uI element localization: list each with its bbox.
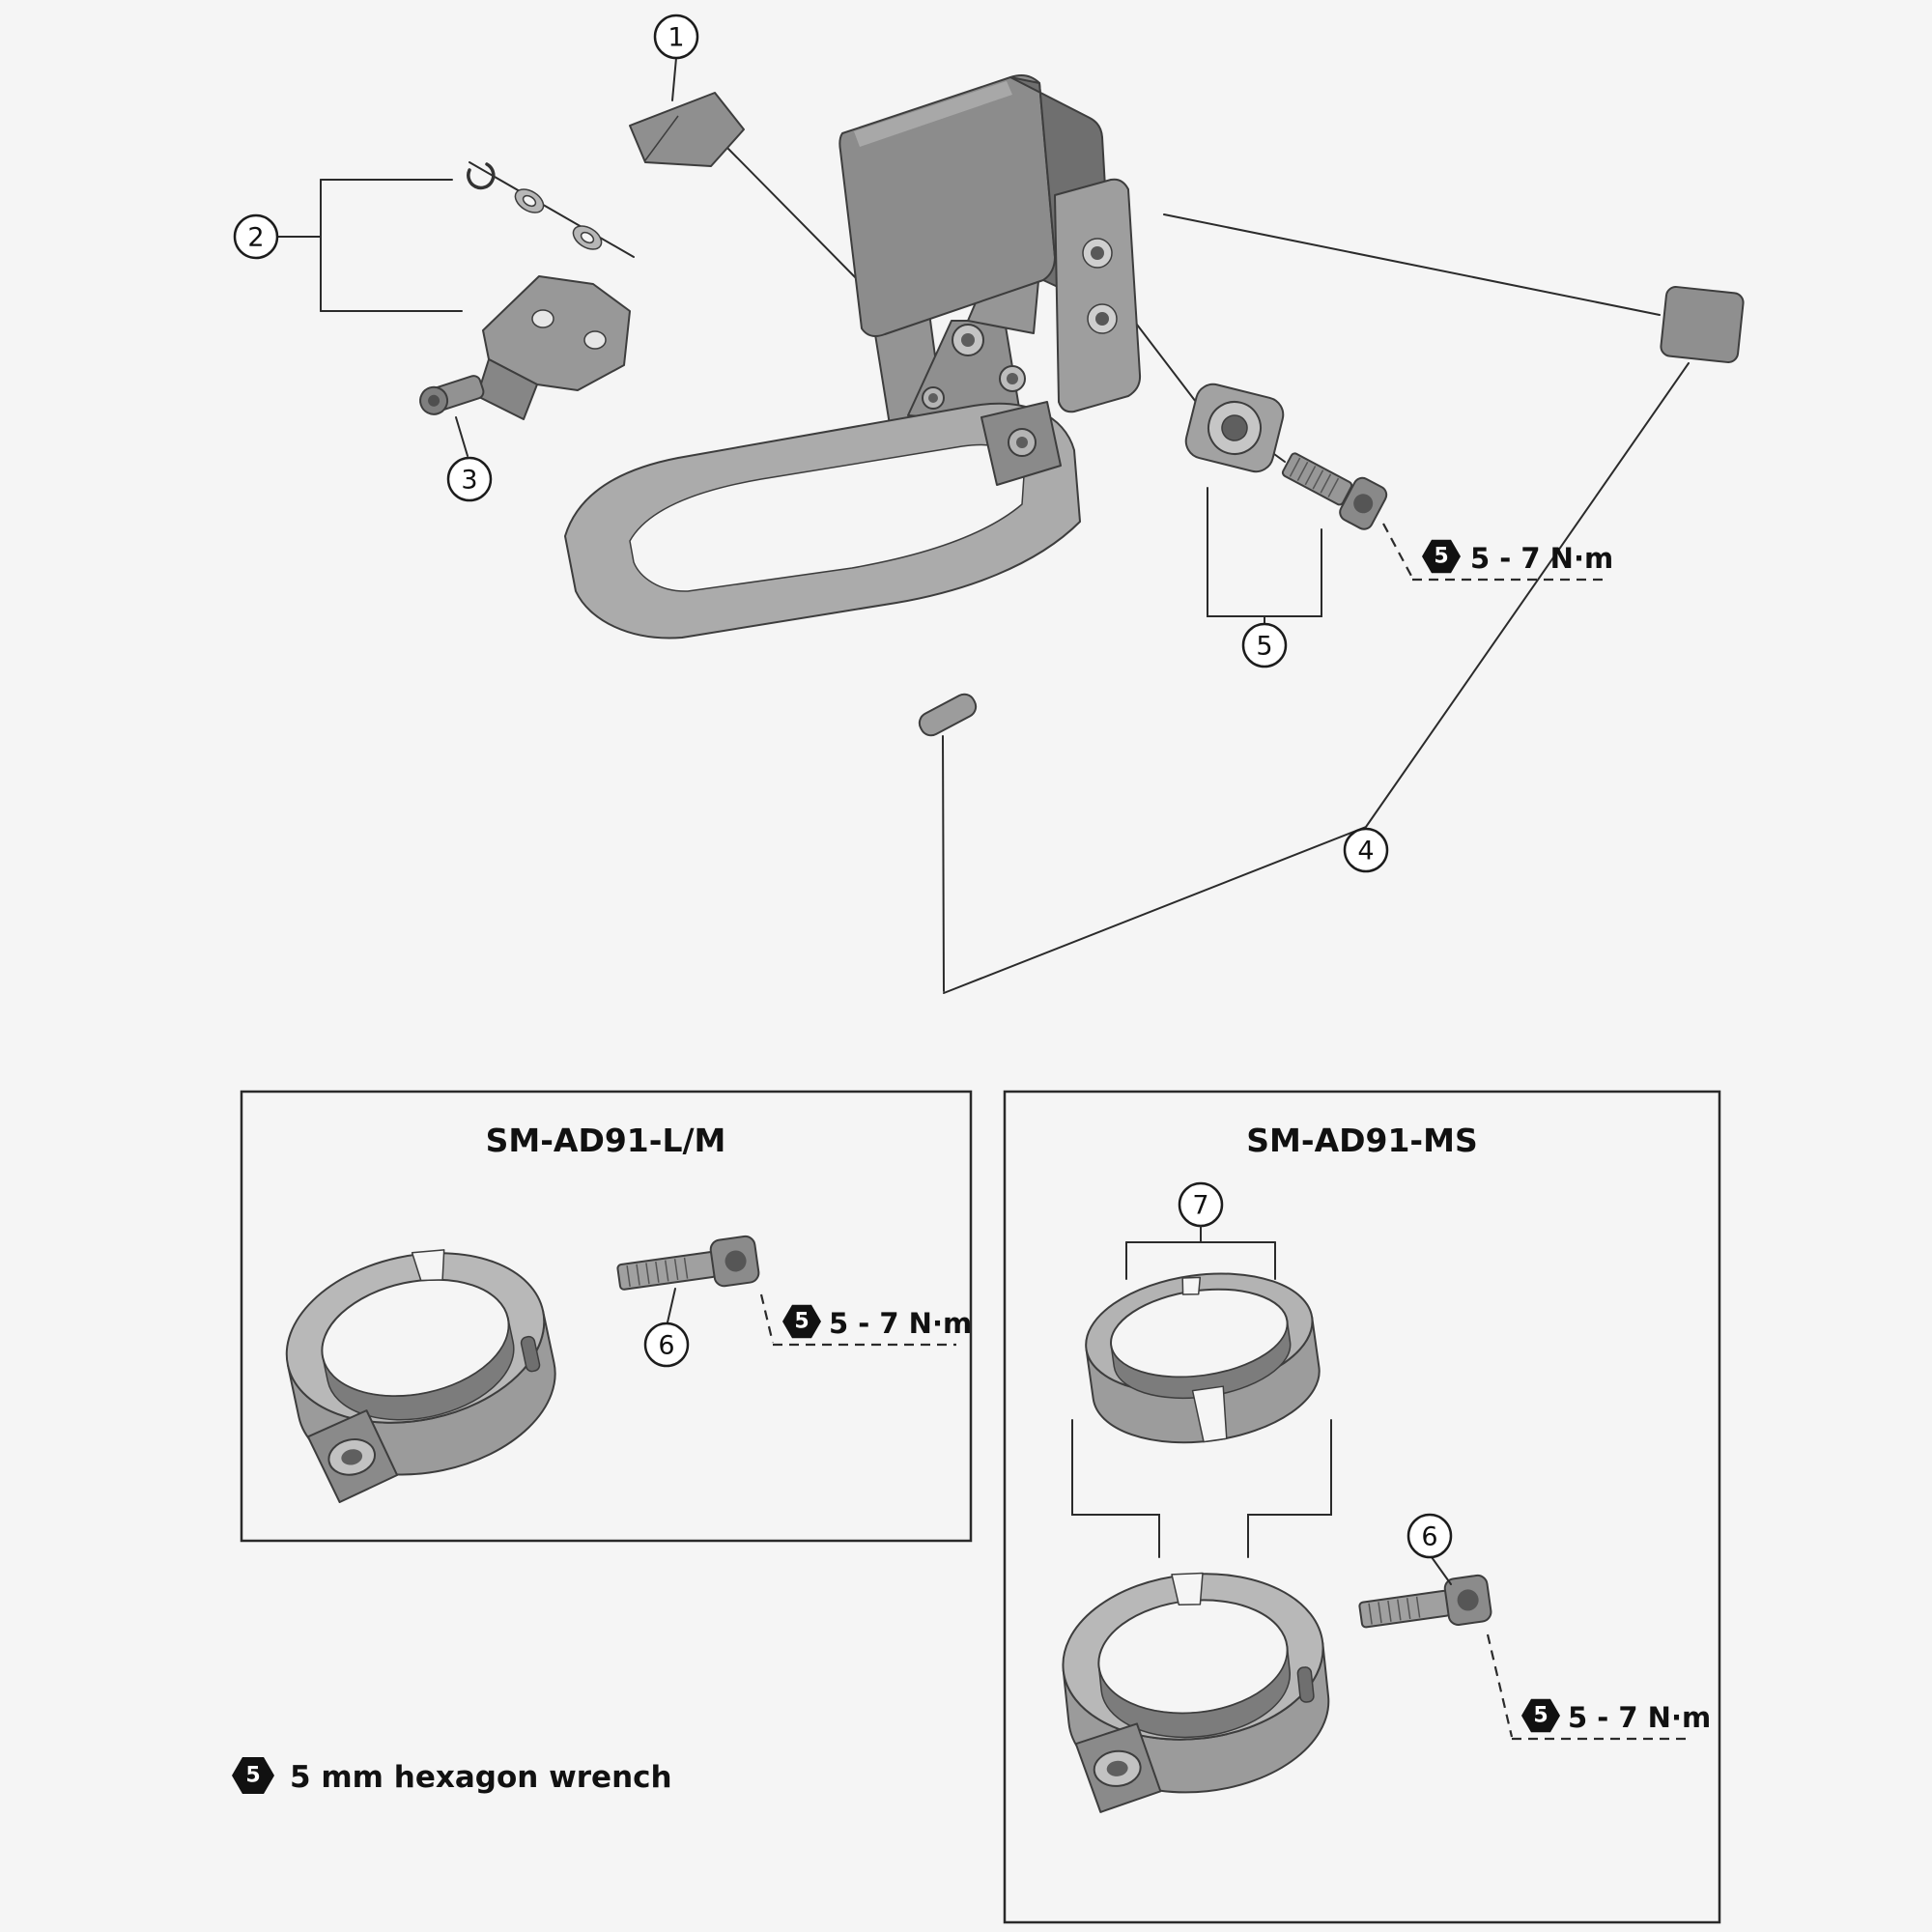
e-ring [467,162,496,190]
hex-wrench-icon: 5 [1521,1698,1560,1733]
hex-wrench-size: 5 [794,1310,809,1334]
leader-lines [276,57,1690,994]
assembly-guide-lines [1071,1419,1332,1558]
hex-wrench-size: 5 [1533,1704,1548,1728]
washer [514,188,545,213]
mount-bracket-plate [476,275,631,420]
stopper-pin [918,693,978,737]
hex-wrench-size: 5 [1434,545,1448,569]
box-title-lm: SM-AD91-L/M [486,1122,726,1159]
clamp-band-ms [1062,1572,1330,1813]
torque-label-main: 5 5 - 7 N·m [1382,523,1613,582]
legend: 5 5 mm hexagon wrench [232,1757,672,1795]
svg-text:7: 7 [1192,1191,1208,1221]
svg-text:1: 1 [668,23,684,53]
pivot-screws [922,324,1026,410]
frame-protection-cover [1660,286,1745,363]
fixing-bolt [1281,452,1388,530]
callout-4: 4 [1343,827,1389,873]
mounting-bracket [1054,178,1142,413]
callout-6-left: 6 [643,1321,690,1368]
plate-cover-part [629,92,745,167]
svg-text:3: 3 [461,466,477,496]
hex-wrench-icon: 5 [1422,539,1461,574]
chain-guide-cage [564,402,1081,639]
adapter-washer [1184,383,1285,473]
svg-text:4: 4 [1357,837,1374,867]
hex-wrench-icon: 5 [782,1304,821,1339]
legend-text: 5 mm hexagon wrench [290,1760,672,1795]
callout-7: 7 [1178,1181,1224,1228]
lower-hinge [980,401,1062,486]
torque-label-ms: 5 5 - 7 N·m [1486,1634,1711,1741]
front-derailleur-assembly [564,74,1142,639]
callout-2: 2 [233,213,279,260]
callout-5: 5 [1241,622,1288,668]
clamp-shim [1085,1272,1321,1444]
box-sm-ad91-ms: SM-AD91-MS 7 [1003,1090,1721,1924]
torque-label-lm: 5 5 - 7 N·m [759,1293,972,1347]
callout-3: 3 [446,456,493,502]
shim-bracket-lines [1125,1225,1276,1280]
torque-value: 5 - 7 N·m [1568,1701,1711,1734]
washer [572,225,603,250]
hex-wrench-size: 5 [245,1764,260,1788]
torque-value: 5 - 7 N·m [829,1307,972,1340]
hex-wrench-icon: 5 [232,1757,274,1794]
clamp-bolt-lm [616,1235,760,1291]
svg-text:6: 6 [658,1331,674,1361]
torque-value: 5 - 7 N·m [1470,542,1613,575]
clamp-bolt-ms [1358,1574,1492,1629]
svg-text:2: 2 [247,223,264,253]
svg-text:6: 6 [1421,1522,1437,1552]
callout-1: 1 [653,14,699,60]
clamp-band-lm [285,1249,556,1504]
box-title-ms: SM-AD91-MS [1246,1122,1477,1159]
support-bolt [419,375,485,415]
callout-6-right: 6 [1406,1513,1453,1559]
box-sm-ad91-lm: SM-AD91-L/M [240,1090,973,1543]
svg-text:5: 5 [1256,632,1272,662]
